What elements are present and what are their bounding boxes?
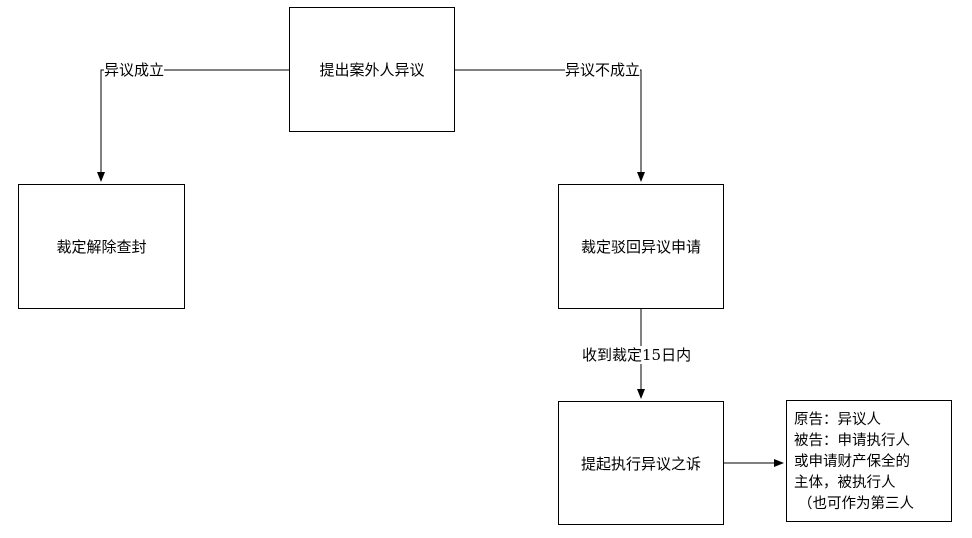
parties-note-line: （也可作为第三人: [798, 496, 914, 512]
node-reject: 裁定驳回异议申请: [558, 184, 724, 309]
parties-note-line: 原告：异议人: [794, 412, 881, 428]
parties-note-line: 主体，被执行人: [794, 475, 896, 491]
node-lawsuit-label: 提起执行异议之诉: [580, 454, 701, 473]
parties-note: 原告：异议人 被告：申请执行人 或申请财产保全的 主体，被执行人 （也可作为第三…: [786, 400, 952, 522]
edge-established-line: [97, 69, 289, 182]
node-objection-label: 提出案外人异议: [319, 61, 425, 79]
node-objection: 提出案外人异议: [289, 7, 455, 132]
edge-not-established-line: [454, 69, 645, 182]
parties-note-line: 被告：申请执行人: [794, 433, 910, 449]
node-lift-seal: 裁定解除查封: [18, 184, 185, 309]
edge-label-not-established: 异议不成立: [565, 61, 641, 79]
parties-note-line: 或申请财产保全的: [794, 454, 910, 470]
edge-label-established: 异议成立: [104, 61, 165, 79]
node-lift-seal-label: 裁定解除查封: [56, 238, 147, 256]
edge-label-within-15-days: 收到裁定15日内: [582, 346, 692, 364]
node-reject-label: 裁定驳回异议申请: [580, 238, 701, 256]
node-lawsuit: 提起执行异议之诉: [558, 401, 724, 525]
